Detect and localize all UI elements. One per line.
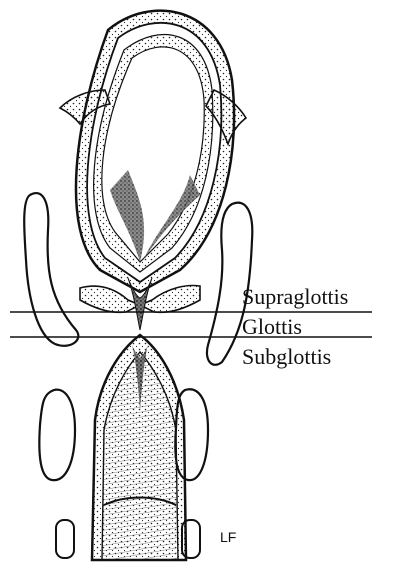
glottis-label: Glottis [242,316,302,338]
left-tracheal-ring [56,520,74,558]
illustrator-initials: LF [220,530,236,544]
subglottic-region [92,335,186,560]
supraglottic-region [76,11,234,292]
left-cricoid-oval [39,390,75,481]
supraglottis-label: Supraglottis [242,286,348,308]
subglottis-label: Subglottis [242,346,331,368]
left-vocal-fold [80,286,140,312]
left-thyroid-cartilage [24,193,78,346]
